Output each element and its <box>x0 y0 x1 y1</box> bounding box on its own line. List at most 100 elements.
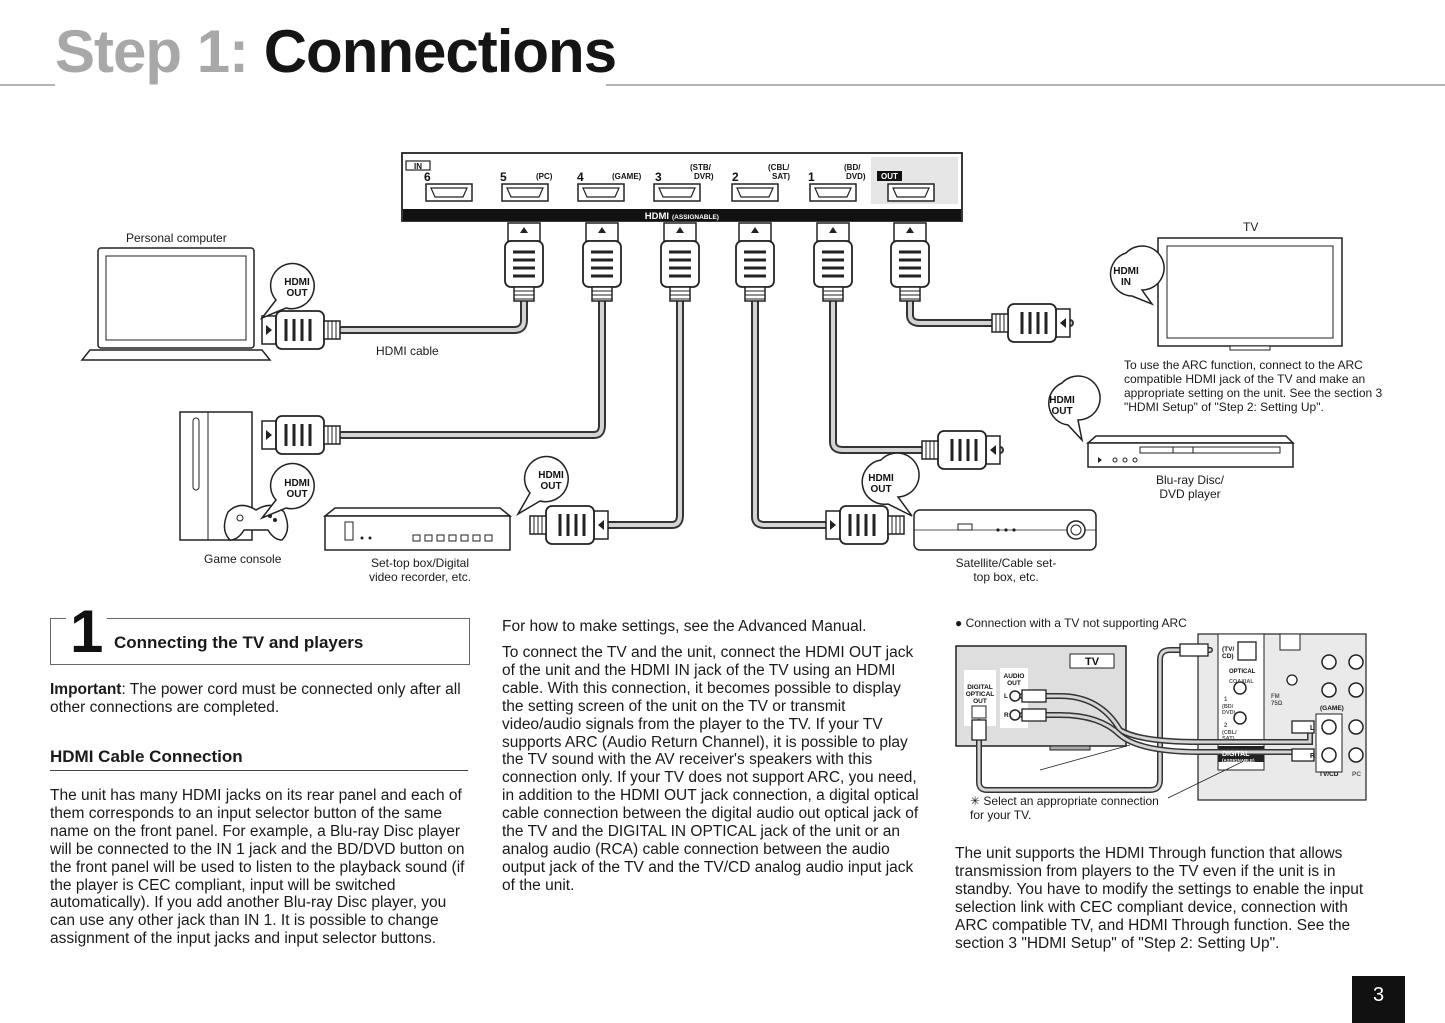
jack-6-num: 6 <box>424 170 431 184</box>
section-title: Connecting the TV and players <box>114 633 364 652</box>
title-step: Step 1: <box>55 18 249 85</box>
svg-text:2: 2 <box>1224 723 1228 729</box>
svg-text:AUDIO: AUDIO <box>1004 673 1025 680</box>
svg-text:DIGITAL: DIGITAL <box>967 684 993 691</box>
bluray-player-icon <box>1086 435 1295 468</box>
small-coaxial-label: COAXIAL <box>1229 679 1254 685</box>
page-number: 3 <box>1372 984 1385 1006</box>
hdmi-in-5-jack <box>501 183 549 202</box>
game-console-icon <box>179 411 289 541</box>
bubble-pc-line2: OUT <box>286 288 307 299</box>
connection-note: ✳ Select an appropriate connection for y… <box>970 794 1170 822</box>
svg-text:DVD): DVD) <box>1222 710 1236 716</box>
jack-4-name: (GAME) <box>612 172 642 181</box>
small-tvcd-label: TV/CD <box>1319 771 1339 778</box>
svg-text:SAT): SAT) <box>1222 736 1235 742</box>
bubble-game <box>259 462 315 520</box>
hdmi-out-jack <box>887 183 935 202</box>
jack-2-name-2: SAT) <box>772 172 790 181</box>
svg-text:CD): CD) <box>1222 653 1234 660</box>
label-satellite: Satellite/Cable set-top box, etc. <box>955 556 1057 584</box>
bullet-icon: ● <box>955 616 963 630</box>
label-bluray: Blu-ray Disc/ DVD player <box>1155 473 1224 501</box>
small-r-label: R <box>1004 712 1009 719</box>
small-tv-label: TV <box>1085 656 1100 668</box>
tv-connection-body: To connect the TV and the unit, connect … <box>502 644 919 894</box>
panel-in-label: IN <box>414 162 422 171</box>
section-header-box <box>50 618 470 665</box>
cable-game <box>338 296 606 439</box>
bubble-pc <box>259 262 315 320</box>
svg-text:(CBL/: (CBL/ <box>1222 730 1237 736</box>
tv-icon <box>1157 237 1343 351</box>
plug-bd <box>920 429 1002 471</box>
non-arc-diagram: TV DIGITAL OPTICAL OUT AUDIO OUT L R (TV… <box>955 633 1367 801</box>
set-top-box-icon <box>322 507 513 551</box>
panel-bar-label: HDMI <box>645 211 669 222</box>
jack-1-num: 1 <box>808 170 815 184</box>
jack-3-name-1: (STB/ <box>690 163 712 172</box>
cable-stb <box>604 296 684 529</box>
small-optical-label: OPTICAL <box>1229 669 1256 675</box>
svg-text:75Ω: 75Ω <box>1271 701 1283 707</box>
svg-text:1: 1 <box>1224 697 1228 703</box>
cable-pc <box>338 296 528 334</box>
jack-5-num: 5 <box>500 170 507 184</box>
label-set-top-box: Set-top box/Digital video recorder, etc. <box>368 556 472 584</box>
svg-text:(TV/: (TV/ <box>1222 646 1234 653</box>
hdmi-in-1-jack <box>809 183 857 202</box>
plug-sat <box>824 504 906 546</box>
bubble-tv <box>1109 245 1165 306</box>
panel-bar-sub: (ASSIGNABLE) <box>672 214 719 221</box>
plug-in-4 <box>581 221 623 303</box>
plug-tv <box>990 302 1072 344</box>
label-game-console: Game console <box>204 552 282 566</box>
small-game-label: (GAME) <box>1320 705 1344 712</box>
important-note: Important: The power cord must be connec… <box>50 681 474 717</box>
svg-text:OUT: OUT <box>1007 680 1021 687</box>
label-tv: TV <box>1243 220 1259 234</box>
advanced-manual-note: For how to make settings, see the Advanc… <box>502 618 867 635</box>
hdmi-in-2-jack <box>731 183 779 202</box>
hdmi-bubbles <box>259 245 1165 520</box>
small-assignable-label: (ASSIGNABLE) <box>1222 758 1255 763</box>
page-number-box <box>1352 976 1405 1023</box>
jack-3-name-2: DVR) <box>694 172 714 181</box>
hdmi-cables <box>338 296 1074 529</box>
hdmi-in-3-jack <box>653 183 701 202</box>
bubble-sat-line1: HDMI <box>868 473 894 484</box>
bubble-bd-line2: OUT <box>1051 406 1072 417</box>
asterisk-icon: ✳ <box>970 794 981 808</box>
plug-in-3 <box>659 221 701 303</box>
panel-out-label: OUT <box>881 172 898 181</box>
plug-stb <box>528 504 610 546</box>
plug-in-1 <box>812 221 854 303</box>
bubble-game-line1: HDMI <box>284 478 310 489</box>
jack-5-name: (PC) <box>536 172 553 181</box>
bubble-pc-line1: HDMI <box>284 277 310 288</box>
connection-diagram: IN OUT HDMI (ASSIGNABLE) 6 5 (PC) 4 (GAM… <box>80 152 1343 551</box>
jack-3-num: 3 <box>655 170 662 184</box>
bubble-sat <box>861 452 920 517</box>
receiver-hdmi-panel <box>401 152 963 222</box>
bubble-stb-line1: HDMI <box>538 470 564 481</box>
hdmi-cable-body: The unit has many HDMI jacks on its rear… <box>50 787 465 948</box>
svg-text:FM: FM <box>1271 694 1280 700</box>
hdmi-in-4-jack <box>577 183 625 202</box>
hdmi-in-6-jack <box>425 183 473 202</box>
laptop-icon <box>80 247 272 361</box>
title-connections: Connections <box>263 18 617 85</box>
jack-1-name-1: (BD/ <box>844 163 861 172</box>
label-personal-computer: Personal computer <box>126 231 227 245</box>
important-label: Important <box>50 681 122 698</box>
cable-sat <box>751 296 830 529</box>
bubble-bd <box>1048 375 1101 443</box>
plug-in-2 <box>734 221 776 303</box>
arc-caption: ● Connection with a TV not supporting AR… <box>955 616 1187 630</box>
arc-caption-text: Connection with a TV not supporting ARC <box>965 616 1187 630</box>
small-l-label: L <box>1004 693 1008 700</box>
satellite-box-icon <box>913 509 1097 551</box>
bubble-stb-line2: OUT <box>540 481 561 492</box>
svg-text:L: L <box>1310 725 1315 732</box>
bubble-tv-line2: IN <box>1121 277 1131 288</box>
